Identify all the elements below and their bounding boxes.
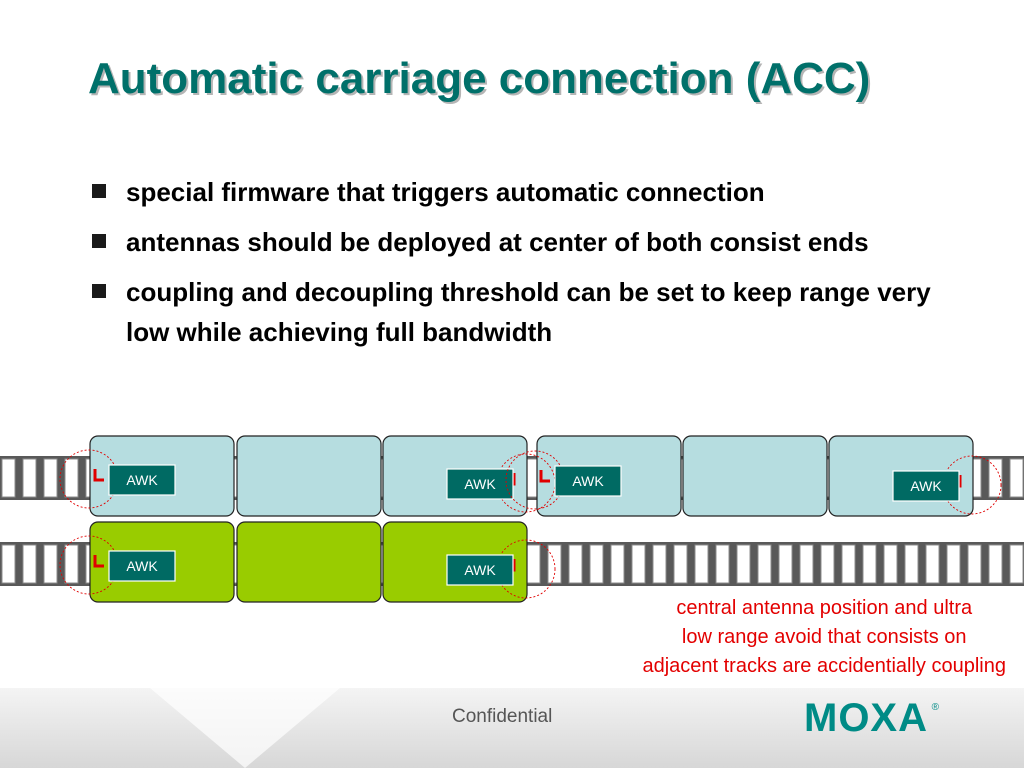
awk-devices: AWK AWK AWK AWK AWK AWK [59,449,1002,599]
awk-device-label: AWK [464,562,496,578]
antenna-range-circle [942,455,1002,515]
caption-line: central antenna position and ultra [676,597,973,619]
awk-device [446,468,514,500]
awk-device [892,470,960,502]
track-tie [694,544,709,584]
track-tie [1009,544,1024,584]
diagram-caption: central antenna position and ultra low r… [642,594,1006,681]
track-tie [526,544,541,584]
track-tie [883,544,898,584]
bullet-text: coupling and decoupling threshold can be… [126,277,931,347]
train-car-upper [236,435,382,517]
track-tie [841,544,856,584]
track-tie [799,544,814,584]
track-tie [946,544,961,584]
train-car-lower [236,521,382,603]
square-bullet-icon [92,184,106,198]
registered-mark: ® [931,702,940,713]
footer-band: Confidential MOXA ® [0,688,1024,768]
antenna-icon [539,470,550,483]
bullet-text: antennas should be deployed at center of… [126,227,869,257]
bullet-text: special firmware that triggers automatic… [126,177,765,207]
antenna-range-circle [496,539,556,599]
track-tie [589,544,604,584]
awk-device [108,464,176,496]
track-tie [652,544,667,584]
awk-device-label: AWK [126,558,158,574]
track-tie [673,544,688,584]
track-tie [862,544,877,584]
track-tie [757,544,772,584]
square-bullet-icon [92,234,106,248]
track-tie [904,544,919,584]
track-tie [64,544,79,584]
track-tie [1,544,16,584]
confidential-label: Confidential [452,706,553,727]
track-tie [988,458,1003,498]
bullet-item: coupling and decoupling threshold can be… [90,272,970,352]
bullet-item: special firmware that triggers automatic… [90,172,970,212]
track-tie [988,544,1003,584]
antenna-icon [93,469,104,482]
caption-line: low range avoid that consists on [681,626,967,648]
track-tie [820,544,835,584]
awk-device-label: AWK [126,472,158,488]
square-bullet-icon [92,284,106,298]
track-tie [568,544,583,584]
bullet-item: antennas should be deployed at center of… [90,222,970,262]
track-tie [43,544,58,584]
track-tie [22,544,37,584]
awk-device-label: AWK [910,478,942,494]
awk-device-label: AWK [572,473,604,489]
track-tie [778,544,793,584]
track-tie [1,458,16,498]
moxa-logo: MOXA ® [804,696,939,741]
train-consist-diagram: AWK AWK AWK AWK AWK AWK [0,435,1024,603]
track-tie [967,544,982,584]
track-tie [43,458,58,498]
footer-decoration [150,688,340,768]
antenna-icon [93,555,104,568]
moxa-logo-text: MOXA [804,696,928,740]
track-tie [64,458,79,498]
slide-title: Automatic carriage connection (ACC) [88,54,871,103]
caption-line: adjacent tracks are accidentially coupli… [642,655,1006,677]
track-tie [925,544,940,584]
track-tie [715,544,730,584]
awk-device [446,554,514,586]
track-tie [22,458,37,498]
track-tie [1009,458,1024,498]
awk-device [108,550,176,582]
track-tie [610,544,625,584]
awk-device [554,465,622,497]
track-tie [631,544,646,584]
train-car-upper [682,435,828,517]
bullet-list: special firmware that triggers automatic… [90,172,970,362]
awk-device-label: AWK [464,476,496,492]
track-tie [736,544,751,584]
